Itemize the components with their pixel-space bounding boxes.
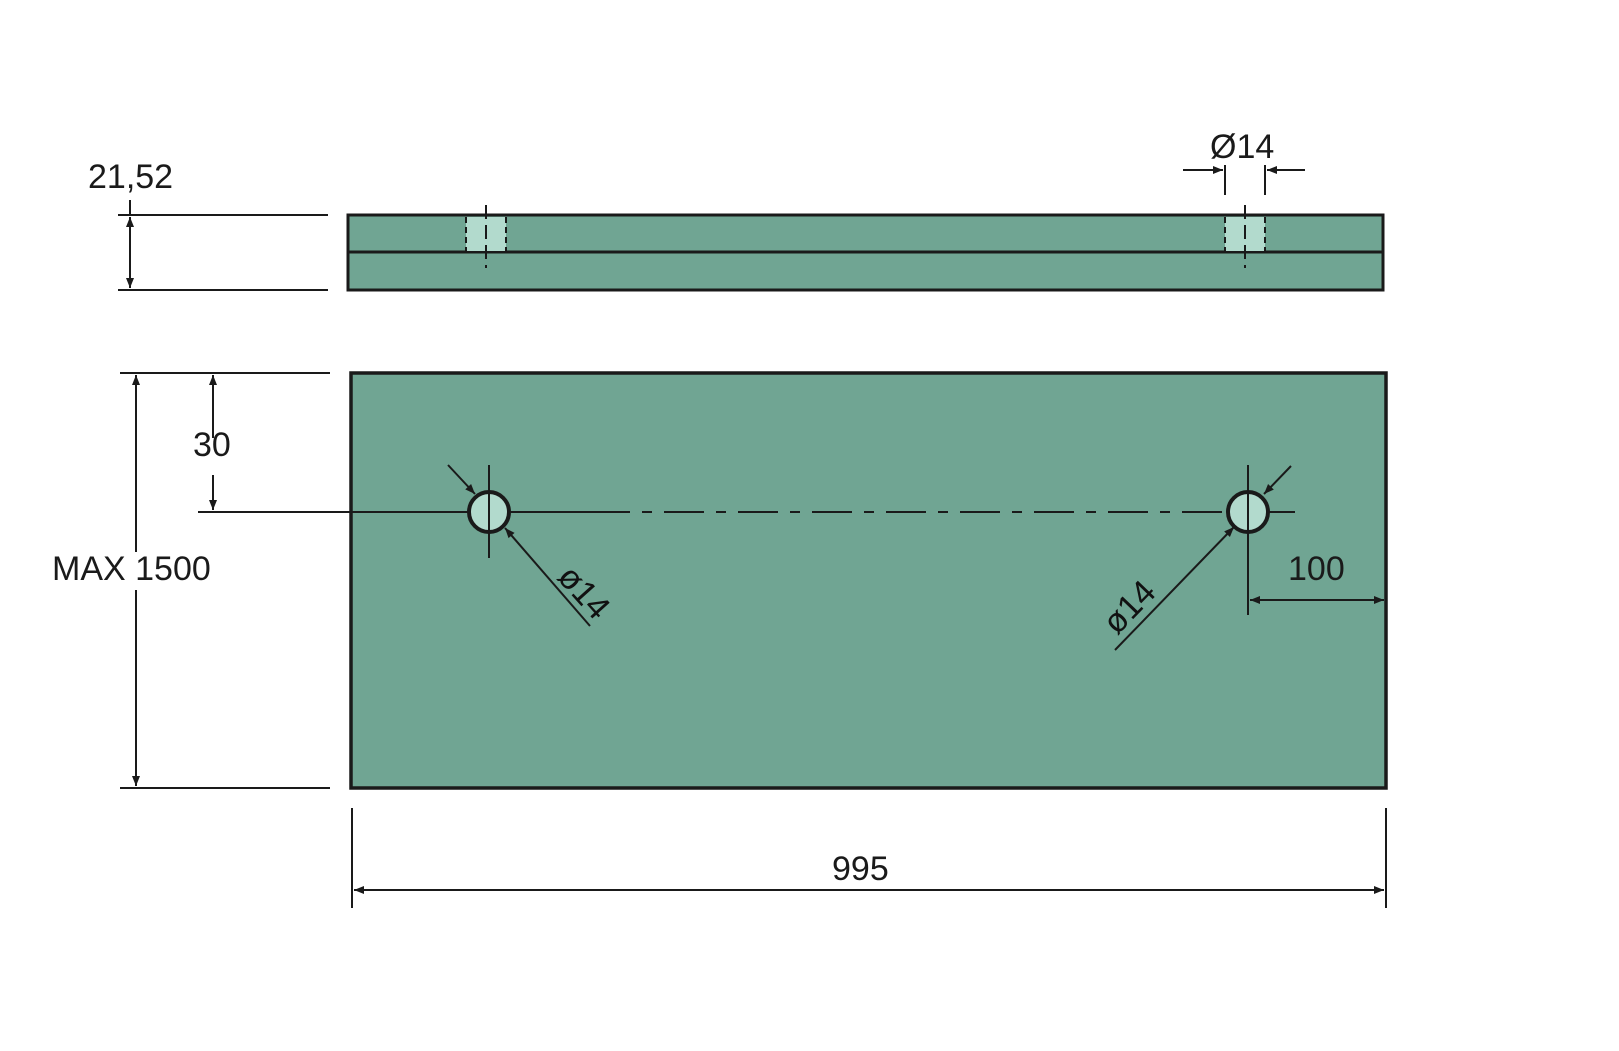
width-label: 995	[832, 850, 889, 888]
top-view-plate	[349, 371, 1388, 790]
hole-offset-top-label: 30	[193, 426, 231, 464]
side-view: 21,52 Ø14	[88, 128, 1385, 292]
hole-offset-right-label: 100	[1288, 550, 1345, 588]
side-hole-diameter-label: Ø14	[1210, 128, 1274, 166]
thickness-label: 21,52	[88, 158, 173, 196]
top-view: ø14 ø14 100 MAX 1500 30 995	[52, 371, 1388, 908]
height-label: MAX 1500	[52, 550, 211, 588]
